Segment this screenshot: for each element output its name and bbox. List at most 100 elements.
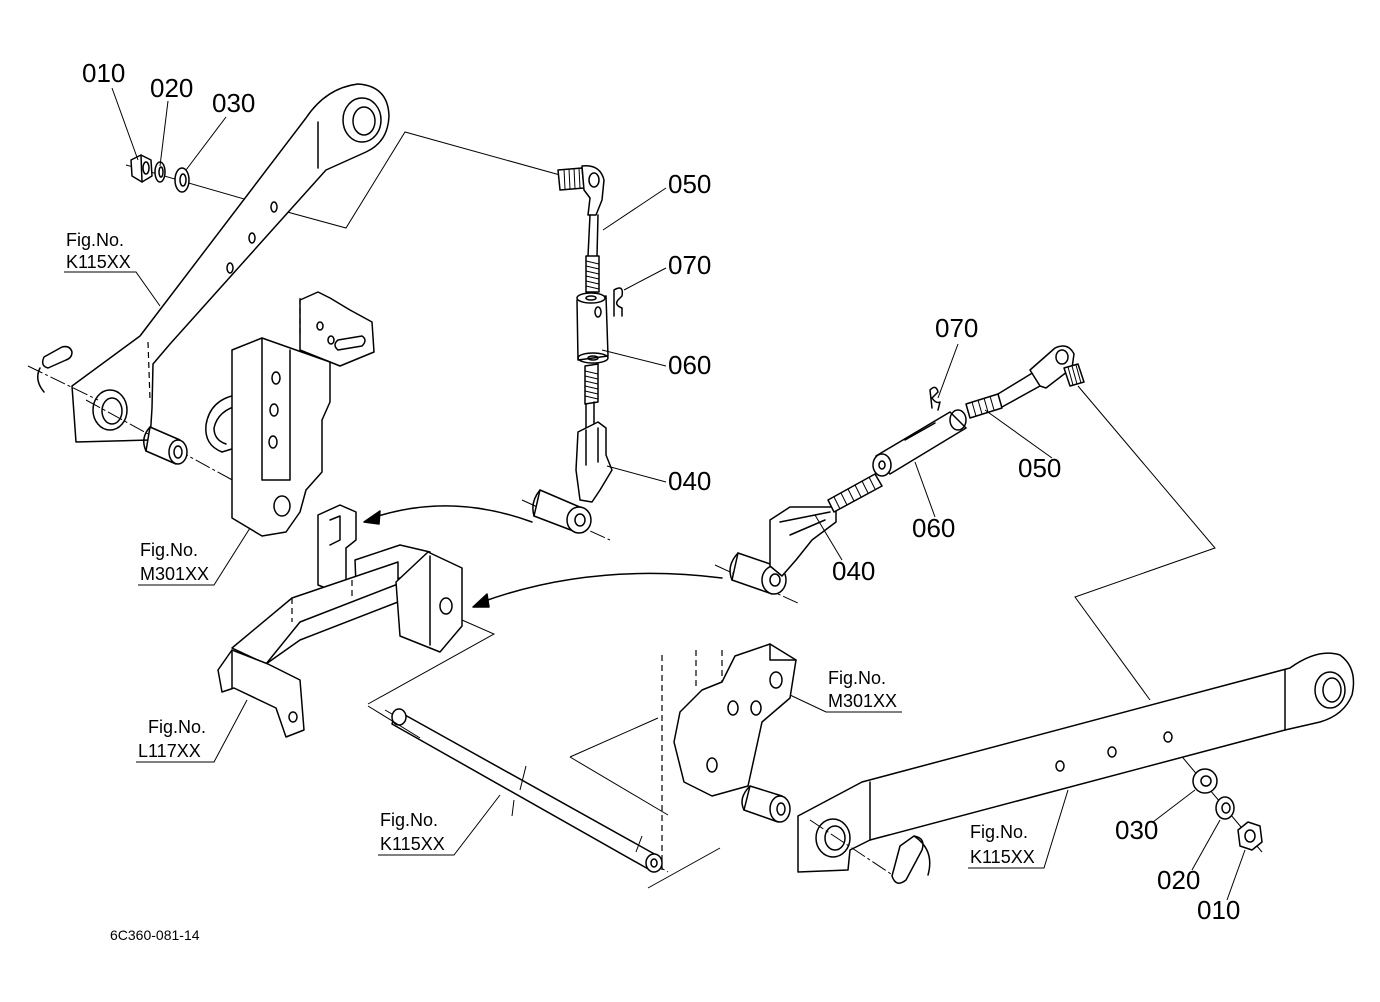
callout-right-clip[interactable]: 070 [935, 313, 978, 343]
arrow-curve [371, 505, 533, 523]
left-bracket-hole [271, 371, 281, 385]
frame-hidden-edge [291, 580, 353, 622]
right-tube-bore [878, 460, 886, 470]
fig-ref-left-link-prefix: Fig.No. [66, 230, 124, 250]
left-pin-clip [37, 367, 45, 393]
left-bracket-hole [327, 335, 335, 345]
left-clevis-fork-slot [585, 427, 599, 466]
leader-right-070 [937, 343, 959, 399]
right-end-rod-thread-section [965, 393, 1003, 419]
right-pin-body [891, 835, 924, 884]
callout-left-nut[interactable]: 010 [82, 58, 125, 88]
callout-left-lock-washer[interactable]: 020 [150, 73, 193, 103]
callout-left-clip[interactable]: 070 [668, 250, 711, 280]
left-arm-adjust-hole [226, 262, 234, 274]
right-bracket-side-plate [673, 643, 797, 797]
fig-ref-frame-code[interactable]: L117XX [138, 741, 201, 761]
callout-left-end-rod[interactable]: 050 [668, 169, 711, 199]
right-lynch-pin [891, 835, 931, 884]
left-thread-lines [585, 260, 600, 290]
left-bushing-end [143, 426, 151, 452]
right-tube-slot [904, 422, 936, 441]
left-clevis-fork [575, 421, 613, 503]
right-bracket-hole [727, 700, 739, 716]
callout-right-clevis[interactable]: 040 [832, 556, 875, 586]
right-bracket-hole [769, 671, 783, 689]
frame-right-plate-hole [439, 597, 453, 615]
leader-right-040 [814, 514, 843, 561]
left-bracket-hole [269, 403, 279, 417]
fig-ref-shaft-prefix: Fig.No. [380, 810, 438, 830]
callout-left-turnbuckle[interactable]: 060 [668, 350, 711, 380]
callout-right-end-rod[interactable]: 050 [1018, 453, 1061, 483]
left-bushing [85, 399, 237, 483]
fig-ref-right-bracket-code[interactable]: M301XX [828, 691, 897, 711]
left-roller-face [566, 506, 592, 534]
leader-right-010 [1226, 849, 1246, 901]
leader-left-070 [623, 267, 667, 291]
right-pin-ring [913, 835, 931, 876]
fig-ref-right-link-code[interactable]: K115XX [970, 847, 1035, 867]
right-thread-lines [833, 476, 876, 510]
frame-left-channel [217, 649, 305, 738]
callout-right-lock-washer[interactable]: 020 [1157, 865, 1200, 895]
fig-ref-left-bracket-code[interactable]: M301XX [140, 564, 209, 584]
left-tube-bottom [577, 352, 609, 364]
callout-right-nut[interactable]: 010 [1197, 895, 1240, 925]
left-alignment-line [279, 131, 561, 229]
right-roller-bore [769, 573, 781, 587]
frame-top-beam [231, 561, 399, 665]
left-bracket-side-plate [231, 337, 331, 537]
arrow-head-icon [363, 510, 381, 525]
install-arrow-lower [472, 572, 723, 608]
left-arm-eye [342, 97, 382, 143]
right-nut-icon [1237, 821, 1263, 851]
right-bushing-bore [776, 802, 786, 816]
right-arm-pin-axis [809, 819, 901, 881]
right-washer-bore [1200, 775, 1212, 787]
leader-left-050 [602, 187, 667, 231]
left-arm-end-hole [101, 397, 123, 425]
callout-left-clevis[interactable]: 040 [668, 466, 711, 496]
callout-right-turnbuckle[interactable]: 060 [912, 513, 955, 543]
leader-fig-right-bracket [789, 694, 902, 713]
left-bracket-slot [334, 335, 366, 351]
right-bracket [569, 643, 797, 870]
right-bracket-edge [769, 643, 797, 661]
leader-left-040 [606, 465, 667, 483]
leader-left-010 [111, 87, 139, 161]
left-tube-pin-hole [594, 306, 602, 318]
left-tube-top-bore [585, 295, 597, 301]
leader-fig-right-link [968, 789, 1069, 869]
left-tube-top [576, 292, 606, 304]
shaft-right-end [645, 853, 663, 873]
right-lock-washer-bore [1221, 802, 1231, 814]
right-lock-washer [1215, 796, 1235, 820]
right-thread-lines [971, 395, 995, 417]
left-pin-axis [27, 365, 99, 401]
right-nut-bore [1244, 829, 1256, 843]
left-bushing-bore [173, 445, 183, 459]
callout-right-washer[interactable]: 030 [1115, 815, 1158, 845]
right-arm-body [797, 652, 1355, 873]
right-end-rod-eye [1055, 349, 1069, 365]
left-clevis-pin [27, 345, 99, 401]
right-tube-far-end [949, 409, 967, 431]
leader-right-020 [1191, 819, 1221, 871]
left-bracket-hole [316, 321, 324, 331]
left-roller-end [532, 489, 541, 517]
left-arm-end-boss [92, 389, 128, 431]
leader-right-050 [984, 409, 1053, 459]
fig-ref-shaft-code[interactable]: K115XX [380, 834, 445, 854]
callout-left-washer[interactable]: 030 [212, 88, 255, 118]
right-lower-link-arm [797, 652, 1355, 881]
fig-ref-left-link-code[interactable]: K115XX [66, 252, 131, 272]
left-hardware [130, 154, 190, 193]
shaft-break-marks [511, 765, 643, 853]
left-bracket-rib [261, 337, 291, 481]
right-turnbuckle-assembly [714, 345, 1085, 605]
right-tube-end [872, 453, 892, 477]
left-arm-adjust-hole [270, 201, 278, 213]
leader-fig-shaft [378, 794, 501, 856]
